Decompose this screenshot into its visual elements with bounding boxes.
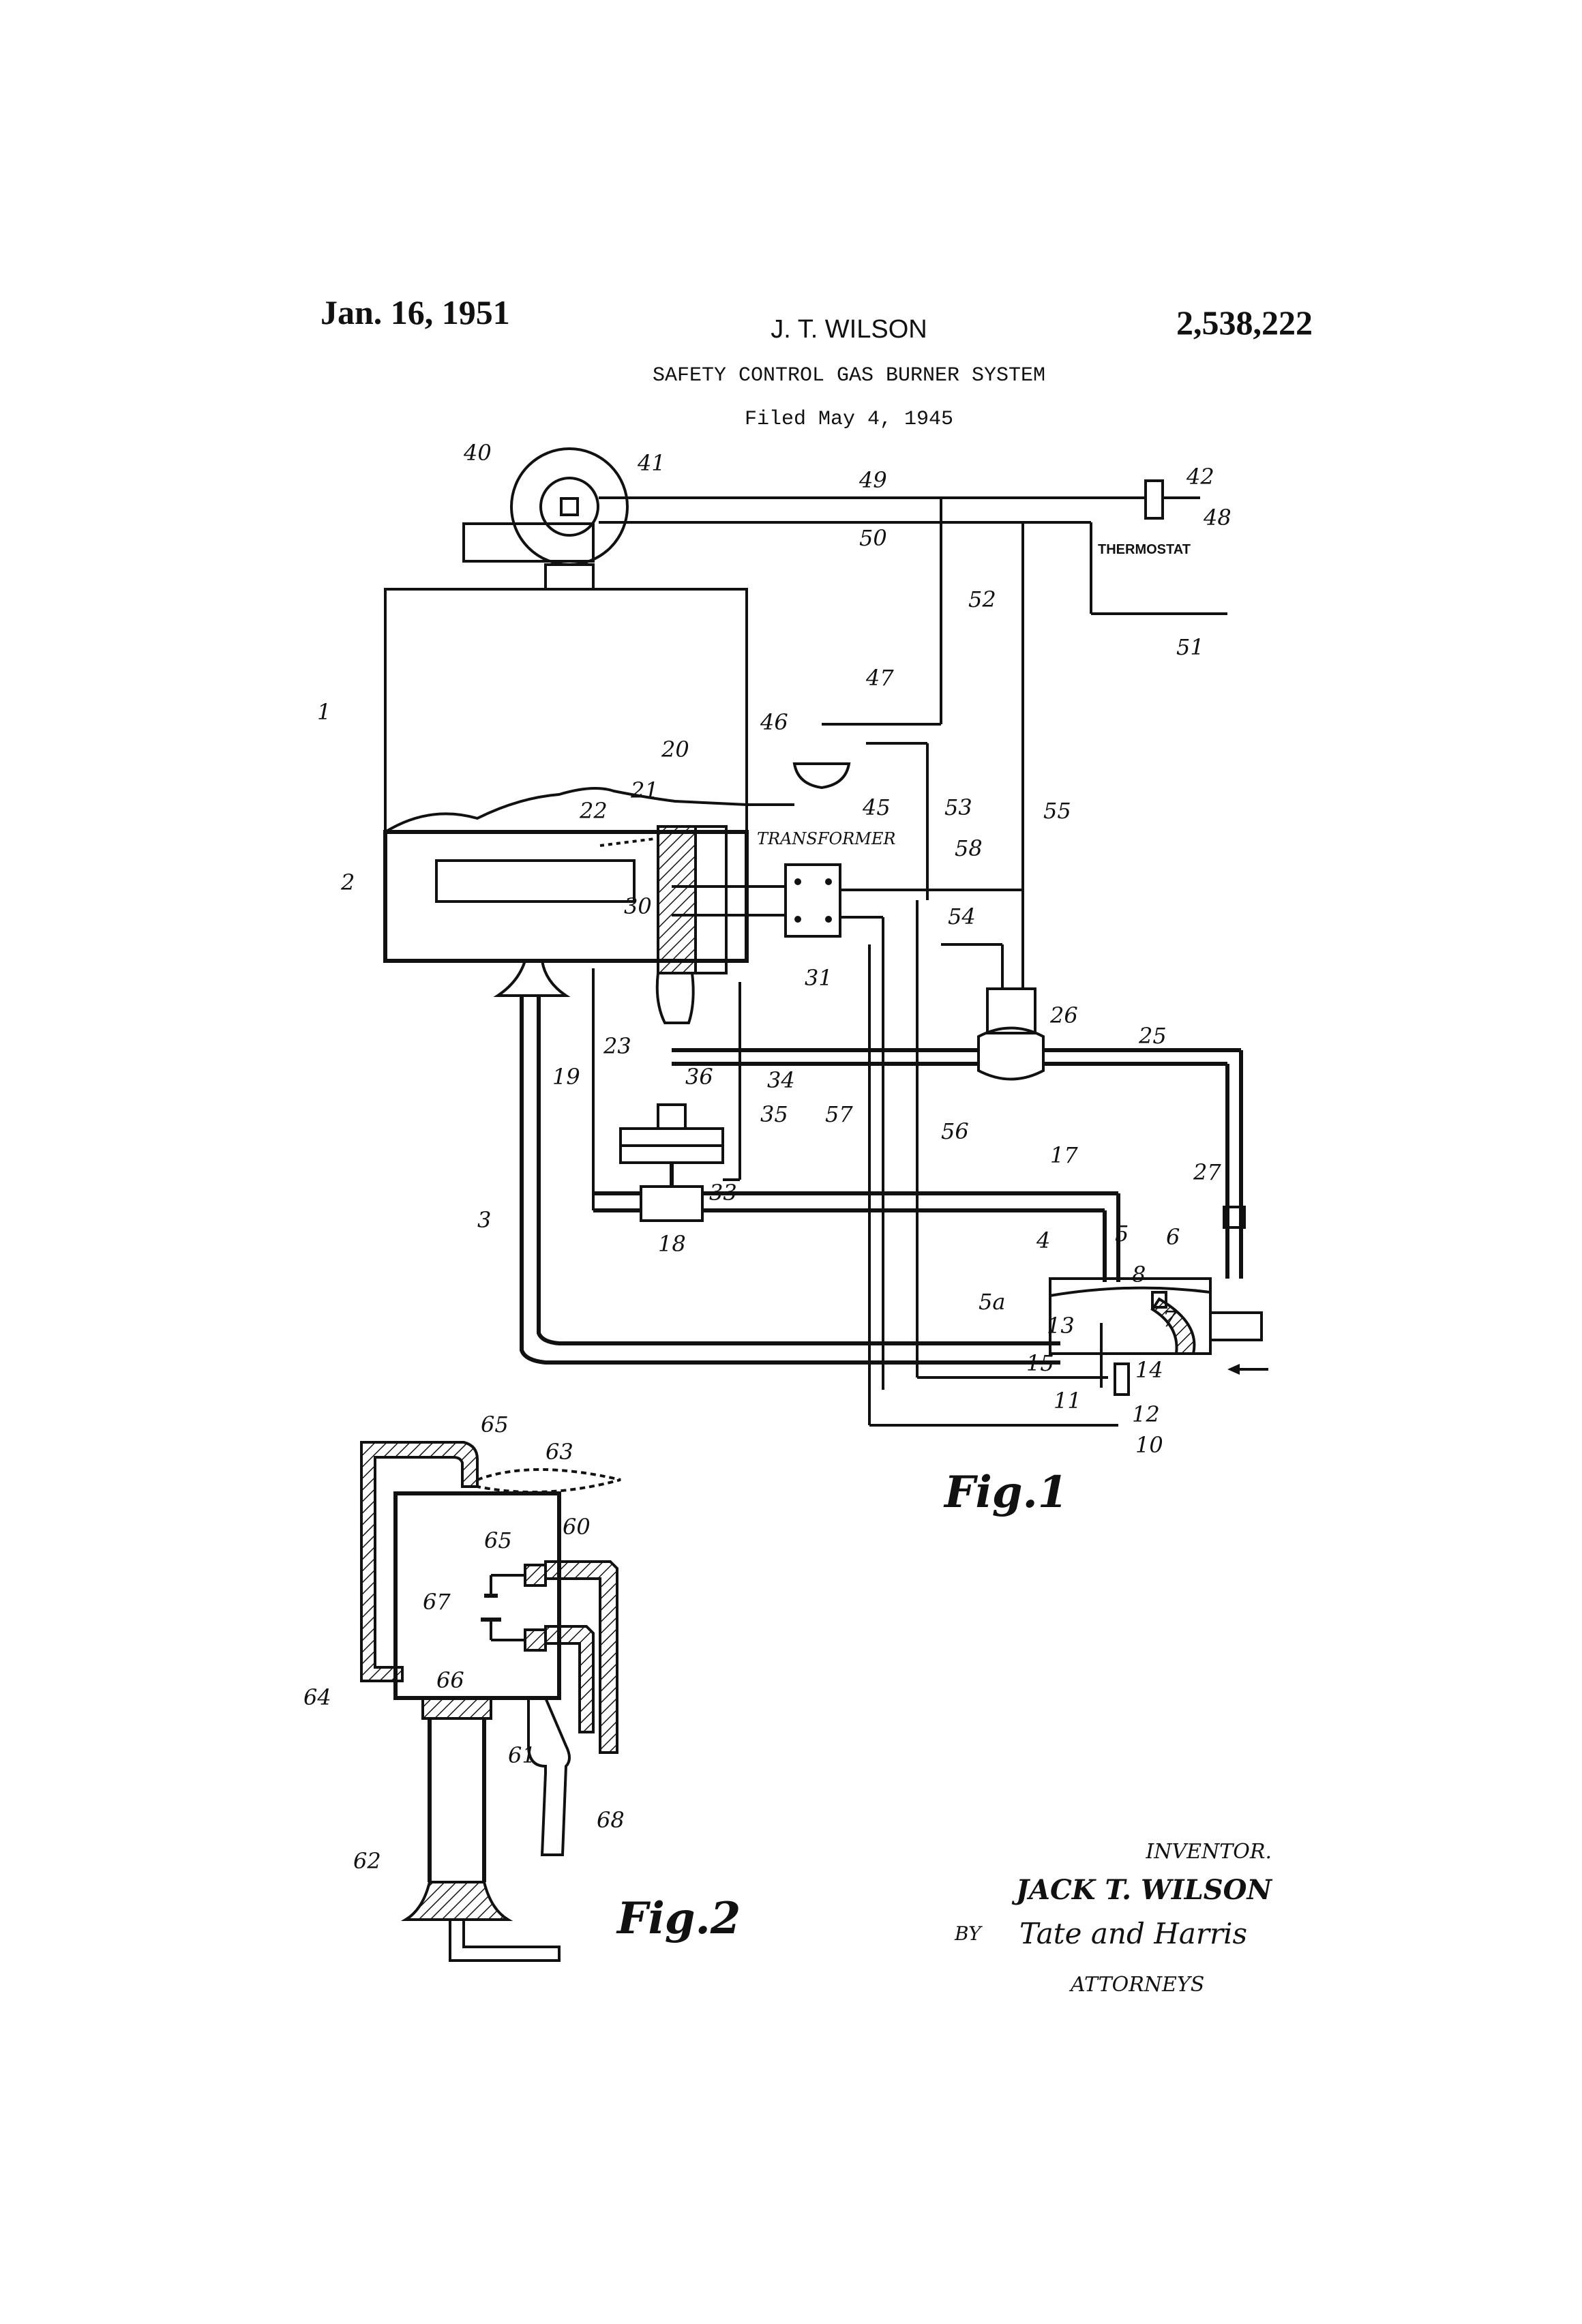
- ref-label: 67: [423, 1589, 451, 1615]
- ref-label: 11: [1054, 1388, 1081, 1414]
- fig1-reference-numbers: 1 2 3 4 5 5a 6 7 8 10 11 12 13 14 15 17 …: [317, 440, 1232, 1458]
- ref-label: 27: [1193, 1159, 1221, 1185]
- ref-label: 3: [477, 1207, 491, 1233]
- ref-label: 5: [1115, 1221, 1129, 1247]
- ref-label: 10: [1135, 1432, 1163, 1458]
- ref-label: 63: [546, 1439, 573, 1465]
- inventor-label: INVENTOR.: [1145, 1840, 1272, 1864]
- blower-motor: [541, 478, 598, 535]
- blower-outlet: [464, 524, 593, 561]
- ref-label: 7: [1163, 1306, 1177, 1332]
- ref-label: 21: [630, 777, 659, 803]
- ref-label: 57: [825, 1101, 853, 1127]
- transformer: [786, 865, 840, 936]
- fig1-caption: Fig.1: [943, 1467, 1068, 1518]
- ref-label: 55: [1043, 798, 1071, 824]
- ref-label: 65: [481, 1412, 509, 1437]
- ref-label: 33: [709, 1180, 737, 1206]
- ref-label: 61: [508, 1742, 536, 1768]
- ref-label: 5a: [979, 1289, 1005, 1315]
- ref-label: 41: [637, 450, 666, 476]
- ref-label: 64: [303, 1684, 331, 1710]
- ref-label: 13: [1047, 1313, 1075, 1339]
- main-valve-operator: [987, 989, 1035, 1033]
- burner-nozzle-62: [406, 1882, 508, 1920]
- ref-label: 36: [685, 1064, 713, 1090]
- inlet-pipe: [1210, 1313, 1262, 1340]
- ref-label: 35: [760, 1101, 788, 1127]
- ref-label: 12: [1132, 1401, 1160, 1427]
- ref-label: 15: [1026, 1350, 1054, 1376]
- ref-label: 20: [661, 736, 689, 762]
- ref-label: 34: [767, 1067, 795, 1093]
- pilot-flame-63: [477, 1470, 621, 1492]
- ref-label: 49: [859, 467, 887, 493]
- thermostat: [1146, 481, 1163, 518]
- ref-label: 51: [1176, 634, 1204, 660]
- ref-label: 47: [865, 665, 894, 691]
- ref-label: 18: [658, 1231, 686, 1257]
- ref-label: 22: [579, 798, 608, 824]
- pilot-burner: [658, 826, 696, 973]
- ref-label: 17: [1050, 1142, 1078, 1168]
- ref-label: 14: [1135, 1357, 1163, 1383]
- filed-date: Filed May 4, 1945: [745, 408, 953, 431]
- patent-title: SAFETY CONTROL GAS BURNER SYSTEM: [653, 364, 1045, 387]
- ref-label: 1: [317, 699, 331, 725]
- ref-label: 45: [862, 794, 891, 820]
- patent-number: 2,538,222: [1176, 303, 1313, 342]
- ref-label: 40: [463, 440, 492, 466]
- ref-label: 62: [353, 1848, 381, 1874]
- ref-label: 42: [1186, 464, 1214, 490]
- flame-detector-housing: [395, 1493, 559, 1698]
- ref-label: 54: [948, 904, 976, 929]
- ref-label: 58: [955, 835, 983, 861]
- ref-label: 4: [1036, 1227, 1050, 1253]
- ref-label: 23: [603, 1033, 631, 1059]
- ref-label: 31: [805, 965, 833, 991]
- ref-label: 19: [552, 1064, 580, 1090]
- ref-label: 30: [624, 893, 652, 919]
- thermostat-label: THERMOSTAT: [1098, 542, 1191, 557]
- air-tube: [361, 1442, 477, 1681]
- ref-label: 2: [340, 869, 355, 895]
- safety-valve-body: [641, 1187, 702, 1221]
- ref-label: 60: [563, 1514, 591, 1540]
- ref-label: 52: [968, 586, 996, 612]
- burner: [436, 861, 634, 902]
- ref-label: 6: [1166, 1224, 1180, 1250]
- ref-label: 65: [484, 1528, 512, 1553]
- transformer-label: TRANSFORMER: [757, 829, 895, 848]
- ref-label: 25: [1138, 1023, 1167, 1049]
- ref-label: 68: [597, 1807, 625, 1833]
- ref-label: 46: [760, 709, 788, 735]
- inventor-header: J. T. WILSON: [771, 315, 927, 344]
- patent-date: Jan. 16, 1951: [320, 293, 510, 331]
- ref-label: 50: [859, 525, 887, 551]
- ref-label: 56: [941, 1118, 969, 1144]
- tube-68: [528, 1698, 569, 1855]
- attorney-signature: Tate and Harris: [1019, 1917, 1247, 1950]
- blower-housing: [511, 449, 627, 565]
- ref-label: 66: [436, 1667, 464, 1693]
- ref-label: 48: [1203, 505, 1232, 531]
- ref-label: 8: [1132, 1262, 1146, 1287]
- pilot-flame: [600, 839, 655, 846]
- inventor-signature: JACK T. WILSON: [1011, 1874, 1272, 1906]
- fig2-caption: Fig.2: [616, 1893, 741, 1944]
- ref-label: 53: [944, 794, 972, 820]
- by-label: BY: [954, 1922, 983, 1945]
- main-valve: [979, 1028, 1043, 1079]
- ref-label: 26: [1049, 1002, 1078, 1028]
- switch-bulb: [794, 764, 849, 788]
- attorneys-label: ATTORNEYS: [1069, 1973, 1204, 1997]
